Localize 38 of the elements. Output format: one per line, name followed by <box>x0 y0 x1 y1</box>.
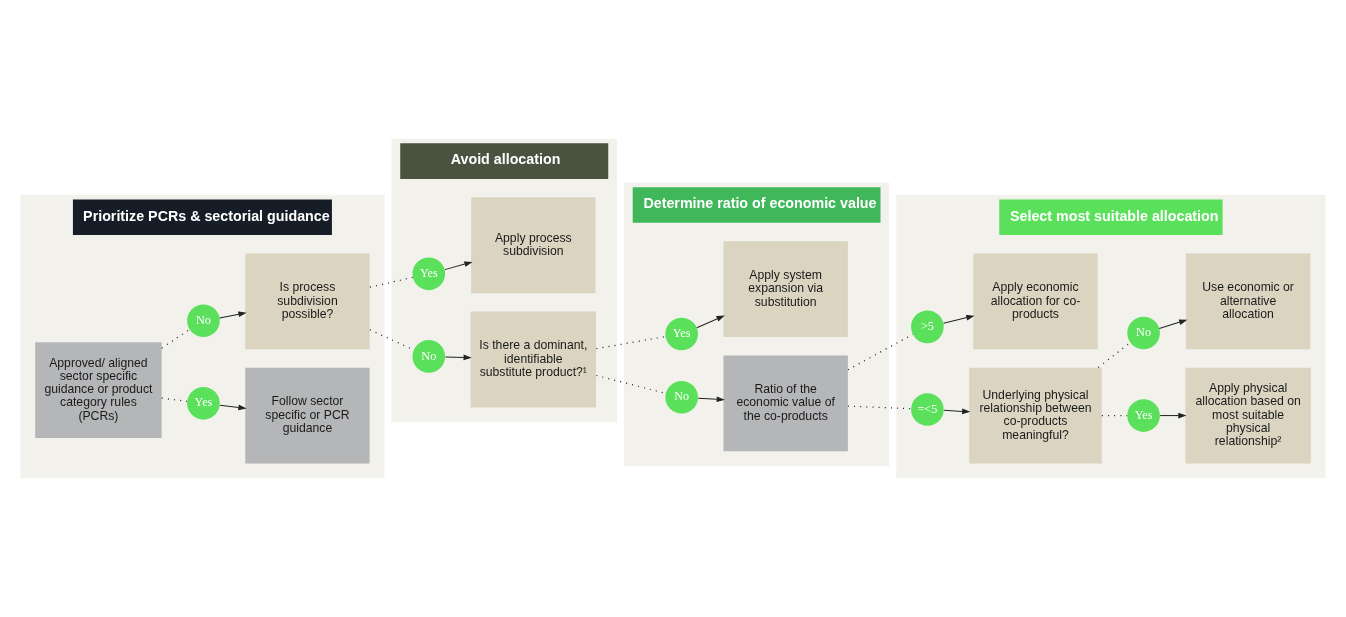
connector <box>595 336 666 350</box>
node-box: Ratio of the economic value of the co-products <box>723 355 848 452</box>
arrow <box>444 261 473 271</box>
node-box: Apply process subdivision <box>471 197 596 294</box>
node-box: Is there a dominant, identifiable substitute product?¹ <box>470 311 596 408</box>
connector <box>1101 414 1128 417</box>
connector <box>161 328 191 349</box>
arrow <box>943 314 975 324</box>
node-circle: Yes <box>665 317 698 351</box>
connector <box>847 333 914 371</box>
node-circle: No <box>187 304 220 338</box>
node-box: Is process subdivision possible? <box>245 253 370 350</box>
node-circle: Yes <box>1127 399 1160 432</box>
node-box: Apply physical allocation based on most suitable physical relationship² <box>1185 367 1311 464</box>
arrow <box>444 354 472 361</box>
node-box: Follow sector specific or PCR guidance <box>245 367 370 464</box>
arrow <box>696 315 725 329</box>
node-box: Apply system expansion via substitution <box>723 241 848 338</box>
arrow <box>1159 412 1187 419</box>
node-box: Use economic or alternative allocation <box>1185 253 1311 350</box>
arrow <box>219 311 247 319</box>
node-circle: No <box>1127 316 1160 350</box>
node-box: Apply economic allocation for co-products <box>973 253 1098 350</box>
node-box: Approved/ aligned sector specific guidance or product category rules (PCRs) <box>35 342 162 438</box>
node-circle: Yes <box>187 387 220 420</box>
node-circle: >5 <box>911 310 944 344</box>
node-circle: =<5 <box>911 393 944 426</box>
node-circle: No <box>412 340 446 373</box>
connector <box>161 397 188 402</box>
node-circle: Yes <box>412 257 446 291</box>
connector <box>847 405 912 410</box>
arrow <box>943 408 971 415</box>
arrow <box>1158 319 1188 329</box>
arrow <box>697 396 725 403</box>
node-circle: No <box>665 380 698 414</box>
node-box: Underlying physical relationship between co-products meaningful? <box>969 367 1102 464</box>
arrow <box>219 404 247 411</box>
connector <box>369 276 414 288</box>
